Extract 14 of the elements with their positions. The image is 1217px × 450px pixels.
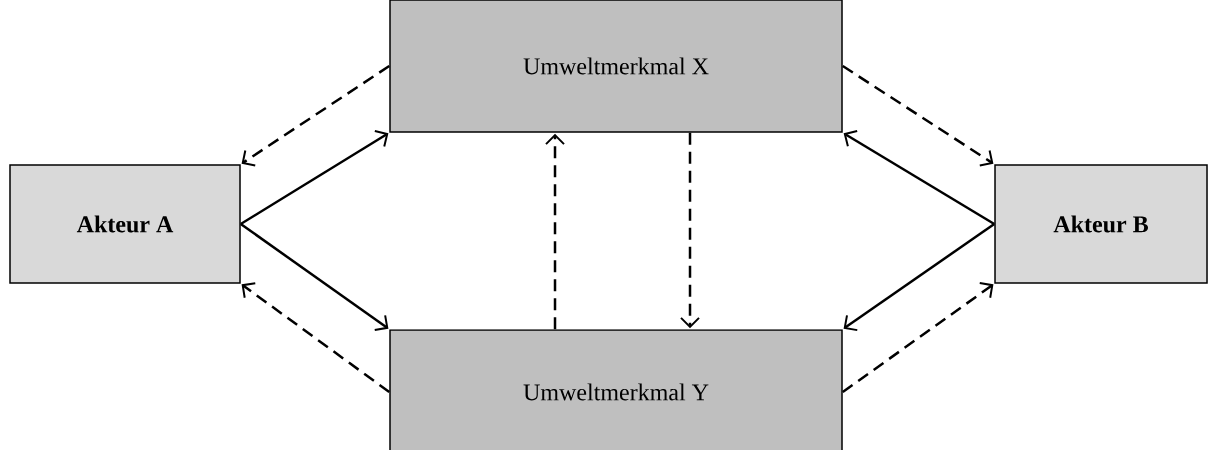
arrow xyxy=(842,64,994,167)
arrow xyxy=(241,64,390,167)
arrow xyxy=(680,132,700,329)
arrow xyxy=(545,133,565,330)
actor-box: Akteur A xyxy=(9,164,241,284)
arrow xyxy=(843,129,995,226)
arrow xyxy=(843,222,995,332)
arrow xyxy=(240,130,389,226)
arrow xyxy=(240,223,389,331)
arrow xyxy=(842,282,994,394)
arrow xyxy=(241,282,390,393)
actor-box: Akteur B xyxy=(994,164,1208,284)
feature-box: Umweltmerkmal X xyxy=(389,0,843,133)
feature-box: Umweltmerkmal Y xyxy=(389,329,843,450)
